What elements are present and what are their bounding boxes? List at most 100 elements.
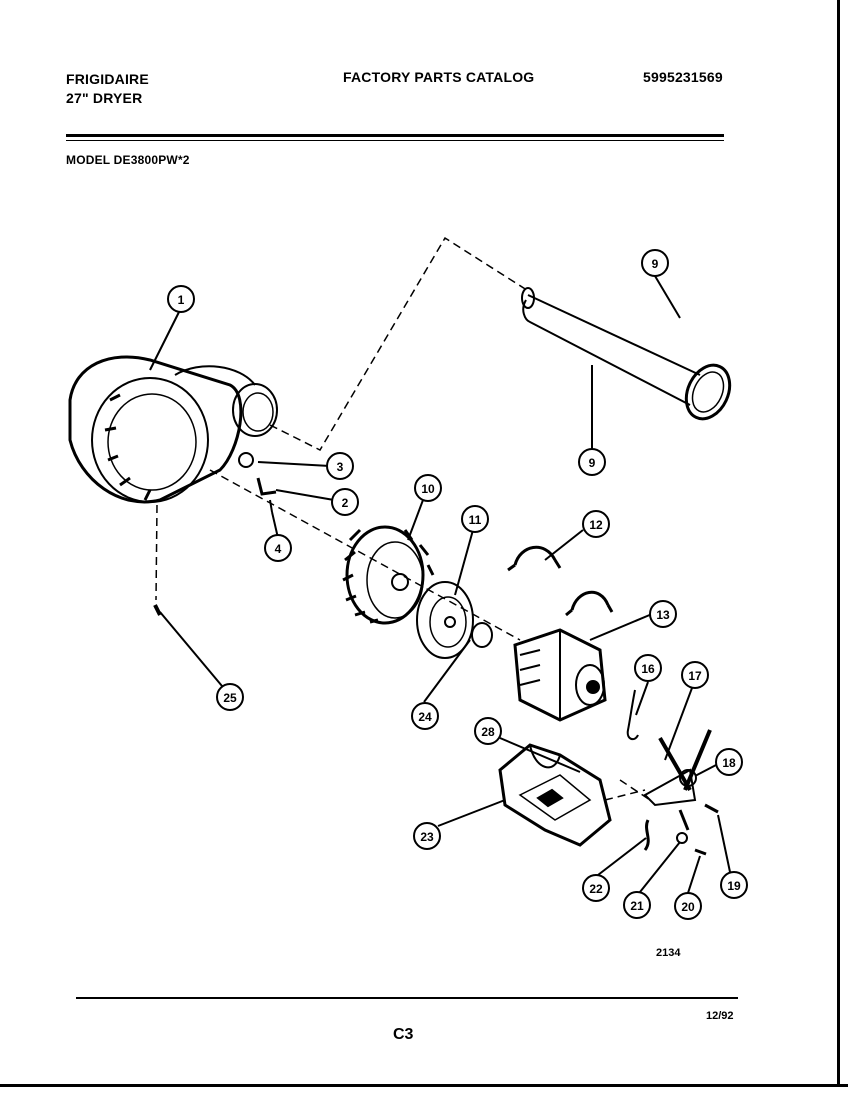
blower-wheel-part bbox=[342, 525, 435, 625]
callout-circle-23 bbox=[413, 822, 441, 850]
callout-circle-3 bbox=[326, 452, 354, 480]
figure-number: 2134 bbox=[656, 947, 681, 959]
callout-label-17: 17 bbox=[688, 669, 702, 683]
brand-name: FRIGIDAIRE bbox=[66, 71, 149, 87]
callout-label-24: 24 bbox=[418, 710, 432, 724]
callout-circle-11 bbox=[461, 505, 489, 533]
blower-seal-part bbox=[416, 581, 474, 659]
alignment-line bbox=[269, 236, 531, 451]
callout-label-21: 21 bbox=[630, 899, 644, 913]
pin-part bbox=[694, 848, 707, 856]
callout-label-22: 22 bbox=[589, 882, 603, 896]
callout-label-9-top: 9 bbox=[652, 257, 659, 271]
leader-line bbox=[544, 529, 584, 561]
callout-label-18: 18 bbox=[722, 756, 736, 770]
washer-part bbox=[676, 832, 688, 844]
callout-label-12: 12 bbox=[589, 518, 603, 532]
callout-circle-19 bbox=[720, 871, 748, 899]
leader-line bbox=[423, 639, 471, 703]
leader-line bbox=[654, 275, 681, 319]
header-rule bbox=[66, 134, 724, 137]
motor-clamp-part bbox=[507, 545, 562, 572]
callout-label-2: 2 bbox=[342, 496, 349, 510]
callout-circle-21 bbox=[623, 891, 651, 919]
callout-circle-1 bbox=[167, 285, 195, 313]
header-rule-thin bbox=[66, 140, 724, 141]
callout-circle-12 bbox=[582, 510, 610, 538]
catalog-title: FACTORY PARTS CATALOG bbox=[343, 69, 535, 85]
model-number: MODEL DE3800PW*2 bbox=[66, 153, 190, 167]
spring-part bbox=[626, 689, 639, 741]
callout-label-3: 3 bbox=[337, 460, 344, 474]
callout-label-25: 25 bbox=[223, 691, 237, 705]
callout-circle-10 bbox=[414, 474, 442, 502]
product-name: 27" DRYER bbox=[66, 90, 143, 106]
mounting-screw-part bbox=[153, 604, 162, 616]
callout-circle-2 bbox=[331, 488, 359, 516]
catalog-number: 5995231569 bbox=[643, 69, 723, 85]
leader-line bbox=[664, 687, 693, 761]
motor-mount-part bbox=[498, 743, 612, 847]
footer-rule bbox=[76, 997, 738, 999]
callout-circle-4 bbox=[264, 534, 292, 562]
leader-line bbox=[589, 613, 653, 641]
callout-label-16: 16 bbox=[641, 662, 655, 676]
alignment-line bbox=[155, 504, 158, 601]
leader-line bbox=[454, 529, 474, 596]
alignment-line bbox=[209, 469, 521, 641]
callout-label-4: 4 bbox=[275, 542, 282, 556]
drive-motor-part bbox=[513, 628, 607, 722]
coupling-part bbox=[471, 622, 493, 648]
clip-part bbox=[269, 499, 273, 513]
leader-line bbox=[635, 681, 649, 716]
callout-circle-18 bbox=[715, 748, 743, 776]
callout-circle-28 bbox=[474, 717, 502, 745]
revision-date: 12/92 bbox=[706, 1010, 734, 1022]
leader-line bbox=[717, 814, 731, 873]
callout-label-13: 13 bbox=[656, 608, 670, 622]
page-border-right bbox=[837, 0, 840, 1085]
leader-line bbox=[149, 309, 181, 371]
leader-line bbox=[499, 737, 581, 773]
clamp-part bbox=[238, 452, 254, 468]
leader-line bbox=[271, 511, 279, 539]
callout-circle-16 bbox=[634, 654, 662, 682]
motor-clamp-part bbox=[565, 590, 614, 617]
callout-label-11: 11 bbox=[469, 513, 482, 527]
callout-label-28: 28 bbox=[481, 725, 495, 739]
blower-housing-part bbox=[68, 355, 278, 504]
bracket-part bbox=[256, 477, 277, 496]
callout-circle-25 bbox=[216, 683, 244, 711]
leader-line bbox=[597, 837, 647, 876]
leader-line bbox=[694, 763, 719, 777]
leader-line bbox=[275, 489, 335, 501]
leader-line bbox=[437, 799, 506, 827]
leader-line bbox=[687, 855, 701, 894]
callout-circle-17 bbox=[681, 661, 709, 689]
leader-line bbox=[407, 499, 424, 541]
callout-circle-9-top bbox=[641, 249, 669, 277]
leader-line bbox=[159, 611, 223, 687]
page-border-bottom bbox=[0, 1084, 848, 1087]
callout-label-10: 10 bbox=[421, 482, 435, 496]
screw-part bbox=[704, 803, 719, 814]
callout-label-9-bottom: 9 bbox=[589, 456, 596, 470]
idler-assembly-part bbox=[643, 729, 712, 831]
callout-label-1: 1 bbox=[178, 293, 185, 307]
callout-circle-13 bbox=[649, 600, 677, 628]
callout-circle-20 bbox=[674, 892, 702, 920]
callout-label-20: 20 bbox=[681, 900, 695, 914]
page-number: C3 bbox=[393, 1026, 414, 1043]
leader-line bbox=[257, 461, 331, 467]
leader-line bbox=[639, 841, 681, 893]
alignment-line bbox=[604, 779, 651, 801]
callout-circle-22 bbox=[582, 874, 610, 902]
callout-circle-9-bottom bbox=[578, 448, 606, 476]
callout-label-19: 19 bbox=[727, 879, 741, 893]
callout-circle-24 bbox=[411, 702, 439, 730]
idler-spring-part bbox=[643, 819, 650, 851]
exhaust-duct-part bbox=[521, 287, 732, 421]
callout-label-23: 23 bbox=[420, 830, 434, 844]
